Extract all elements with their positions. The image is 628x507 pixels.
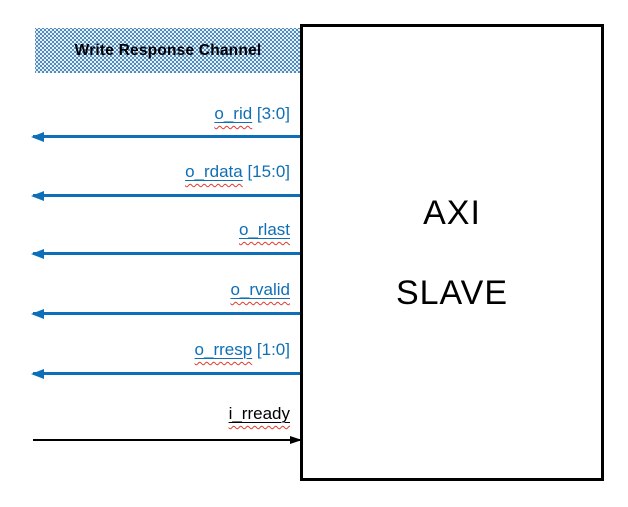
signal-name-o-rlast: o_rlast xyxy=(238,220,290,239)
signal-name-o-rdata: o_rdata xyxy=(185,162,243,181)
block-title-line1: AXI xyxy=(423,193,481,232)
signal-label-o-rid: o_rid [3:0] xyxy=(214,104,290,124)
signal-width-o-rid: [3:0] xyxy=(252,104,290,123)
signal-width-o-rdata: [15:0] xyxy=(242,162,290,181)
signal-name-o-rvalid: o_rvalid xyxy=(230,280,290,299)
block-title-line2: SLAVE xyxy=(395,273,509,312)
signal-label-i-rready: i_rready xyxy=(229,404,290,424)
channel-label-text: Write Response Channel xyxy=(74,41,262,59)
output-arrow-o-rid xyxy=(33,135,300,138)
channel-label-box: Write Response Channel xyxy=(35,28,301,73)
signal-label-o-rlast: o_rlast xyxy=(239,220,290,240)
output-arrow-o-rdata xyxy=(33,194,300,197)
signal-width-o-rresp: [1:0] xyxy=(252,340,290,359)
signal-label-o-rresp: o_rresp [1:0] xyxy=(195,340,290,360)
signal-label-o-rvalid: o_rvalid xyxy=(230,280,290,300)
output-arrow-o-rvalid xyxy=(33,312,300,315)
signal-label-o-rdata: o_rdata [15:0] xyxy=(185,162,290,182)
axi-slave-block: AXI SLAVE xyxy=(300,24,604,481)
signal-name-o-rid: o_rid xyxy=(214,104,253,123)
input-arrow-i-rready xyxy=(33,439,300,441)
signal-name-o-rresp: o_rresp xyxy=(194,340,253,359)
output-arrow-o-rresp xyxy=(33,372,300,375)
signal-name-i-rready: i_rready xyxy=(228,404,290,423)
output-arrow-o-rlast xyxy=(33,252,300,255)
